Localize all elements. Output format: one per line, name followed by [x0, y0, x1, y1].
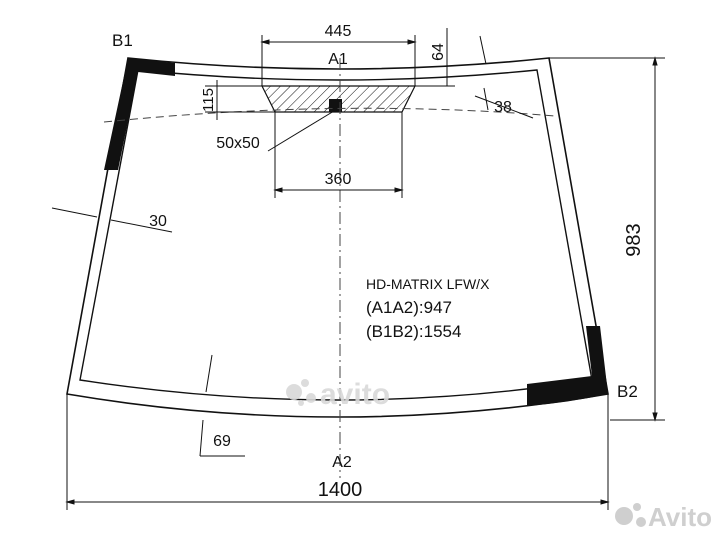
band-b1	[104, 58, 175, 170]
label-a2: A2	[332, 454, 352, 471]
watermark-corner-text: Avito	[648, 502, 712, 532]
marker-top-right	[479, 35, 487, 65]
label-b1: B1	[112, 31, 133, 50]
watermark-center-text: avito	[320, 378, 390, 411]
avito-logo-icon	[615, 503, 646, 527]
label-a1: A1	[328, 51, 348, 68]
dim-side-margin-label: 30	[149, 213, 167, 230]
dim-top-offset-label: 64	[430, 43, 447, 61]
dim-overall-width-label: 1400	[318, 479, 363, 501]
marker-bottom-left	[205, 354, 213, 393]
dim-sensor-height-label: 115	[200, 88, 217, 112]
band-b2	[527, 326, 608, 406]
watermark-corner: Avito	[615, 502, 712, 532]
dim-side-margin	[51, 207, 173, 233]
dim-top-width	[260, 35, 417, 86]
model-name: HD-MATRIX LFW/X	[366, 276, 490, 292]
dim-sensor-size-label: 50x50	[216, 135, 260, 152]
dim-top-offset	[415, 28, 455, 87]
glass-inner-outline	[79, 69, 593, 401]
dim-bottom-margin-label: 69	[213, 433, 231, 450]
dashed-curve	[103, 107, 556, 123]
dim-sensor-height	[205, 80, 275, 120]
dim-bottom-margin	[199, 419, 245, 457]
dim-right-margin-label: 38	[494, 99, 512, 116]
watermark-center: avito	[286, 378, 390, 411]
sensor-size-leader	[267, 110, 335, 152]
dim-height	[549, 56, 665, 422]
dim-top-width-label: 445	[325, 23, 352, 40]
b1b2-value: (B1B2):1554	[366, 322, 461, 341]
avito-logo-icon	[286, 379, 316, 406]
dim-inner-width	[273, 112, 404, 198]
dim-height-label: 983	[623, 223, 645, 256]
dim-right-margin	[474, 87, 534, 119]
dim-inner-width-label: 360	[325, 171, 352, 188]
dim-overall-width	[65, 394, 610, 510]
a1a2-value: (A1A2):947	[366, 298, 452, 317]
label-b2: B2	[617, 382, 638, 401]
